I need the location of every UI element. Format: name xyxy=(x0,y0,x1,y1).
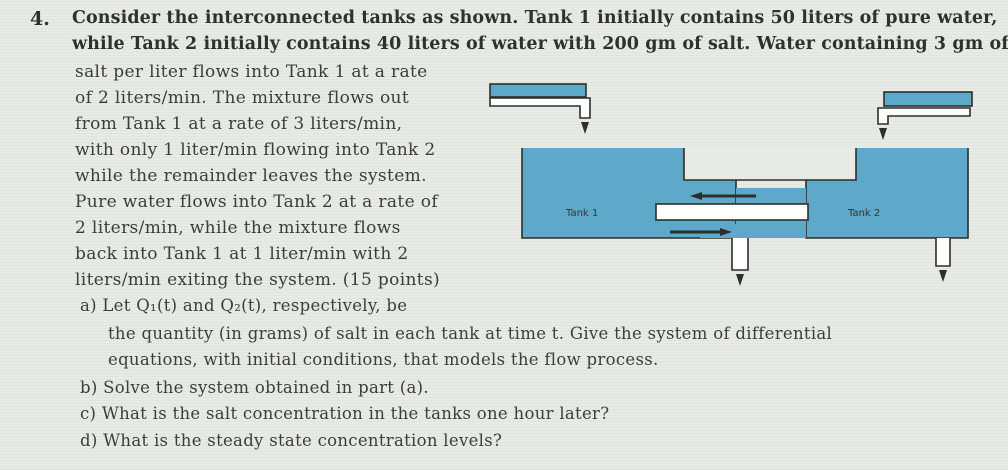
part-c: c) What is the salt concentration in the… xyxy=(80,404,610,423)
body-line-2: of 2 liters/min. The mixture flows out xyxy=(75,88,410,108)
tank1-inflow-arrow xyxy=(581,122,589,134)
body-line-8: back into Tank 1 at 1 liter/min with 2 xyxy=(75,244,409,264)
tank1-label: Tank 1 xyxy=(565,208,598,219)
tank1-outflow-arrow xyxy=(736,274,744,286)
body-line-5: while the remainder leaves the system. xyxy=(75,166,427,186)
tank-diagram: Tank 1 Tank 2 xyxy=(470,70,990,320)
tank2-inlet-pipe xyxy=(877,107,971,125)
return-pipe xyxy=(655,203,809,221)
tank2-inlet-top xyxy=(883,91,973,107)
part-a-line-3: equations, with initial conditions, that… xyxy=(108,350,659,369)
top-gap xyxy=(683,148,857,181)
body-line-7: 2 liters/min, while the mixture flows xyxy=(75,218,401,238)
body-line-3: from Tank 1 at a rate of 3 liters/min, xyxy=(75,114,403,134)
part-a-line-2: the quantity (in grams) of salt in each … xyxy=(108,324,833,343)
body-line-4: with only 1 liter/min flowing into Tank … xyxy=(75,140,436,160)
tank2-inflow-arrow xyxy=(879,128,887,140)
tank1-drain xyxy=(731,238,749,271)
tank2-outflow-arrow xyxy=(939,270,947,282)
body-line-6: Pure water flows into Tank 2 at a rate o… xyxy=(75,192,438,212)
intro-line-1: Consider the interconnected tanks as sho… xyxy=(72,8,998,28)
body-line-9: liters/min exiting the system. (15 point… xyxy=(75,270,441,290)
tank2-drain xyxy=(935,238,951,267)
body-line-1: salt per liter flows into Tank 1 at a ra… xyxy=(75,62,428,82)
return-flow-arrow xyxy=(690,192,702,200)
problem-number: 4. xyxy=(30,8,50,30)
part-d: d) What is the steady state concentratio… xyxy=(80,431,503,450)
part-a-line-1: a) Let Q₁(t) and Q₂(t), respectively, be xyxy=(80,296,408,315)
part-b: b) Solve the system obtained in part (a)… xyxy=(80,378,429,397)
tank1-inlet-pipe xyxy=(489,97,591,119)
intro-line-2: while Tank 2 initially contains 40 liter… xyxy=(72,34,1008,54)
tank-diagram-svg: Tank 1 Tank 2 xyxy=(489,83,973,286)
transfer-flow-arrow xyxy=(720,228,732,236)
tank1-inlet-top xyxy=(489,83,587,98)
transfer-pipe xyxy=(700,224,800,238)
tank2-label: Tank 2 xyxy=(847,208,880,219)
